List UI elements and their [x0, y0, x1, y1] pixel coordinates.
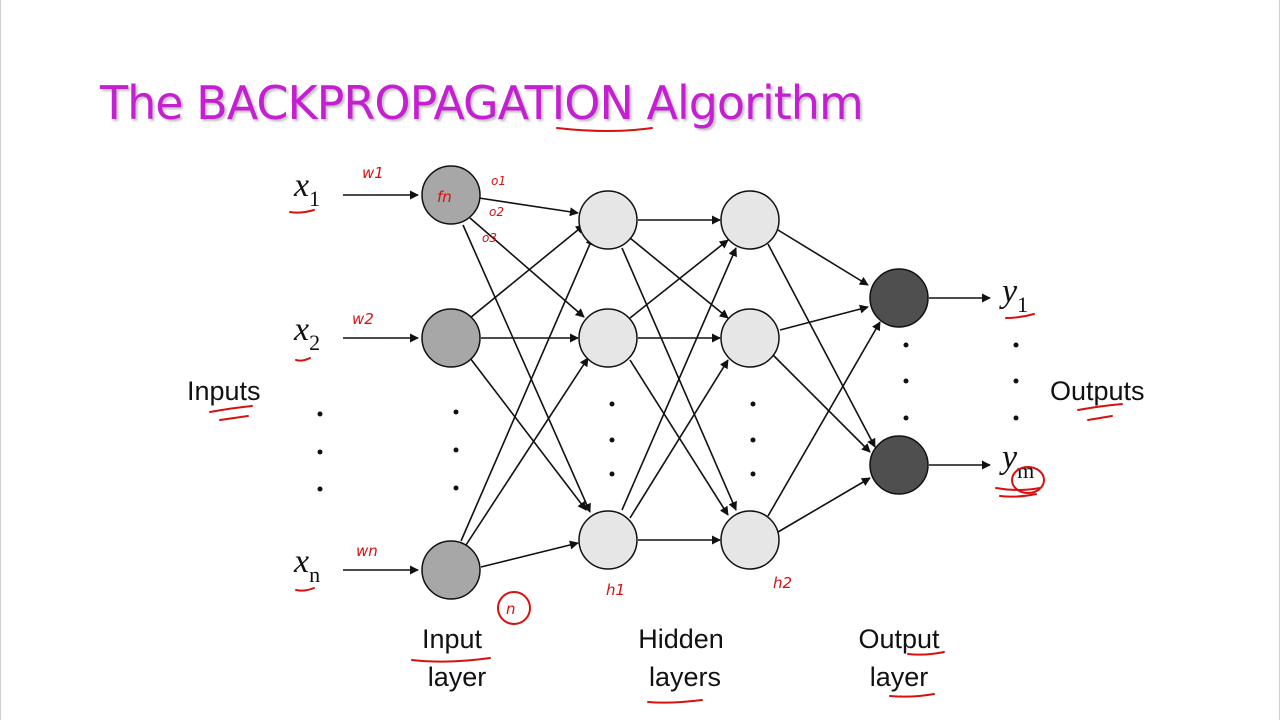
output-variable: y1	[999, 273, 1028, 317]
input-node	[421, 540, 481, 600]
edges-hidden2-output	[767, 229, 881, 533]
slide-title: The BACKPROPAGATION Algorithm	[100, 76, 864, 130]
weight-annotation: w2	[352, 310, 374, 328]
edge-annotation: o3	[482, 231, 497, 245]
weight-annotation: w1	[362, 164, 384, 182]
edges-input-hidden1	[460, 197, 594, 568]
hidden-node	[720, 308, 780, 368]
node-annotation: fn	[437, 188, 452, 206]
hidden-layer-2-nodes	[720, 190, 780, 570]
outputs-label: Outputs	[1050, 376, 1145, 406]
input-arrows	[343, 190, 419, 575]
output-node	[869, 268, 929, 328]
weight-annotation: wn	[356, 542, 378, 560]
hidden-node	[578, 510, 638, 570]
hidden-layers-label: Hidden	[638, 624, 724, 654]
hidden-node	[578, 190, 638, 250]
input-node	[421, 165, 481, 225]
hidden-layers-label: layers	[649, 662, 721, 692]
output-arrows	[929, 293, 991, 470]
input-layer-nodes	[421, 165, 481, 600]
output-layer-label: Output	[858, 624, 940, 654]
edge-annotation: o1	[491, 174, 506, 188]
hidden-node	[720, 190, 780, 250]
input-variable: x1	[293, 167, 320, 211]
edge-annotation: o2	[489, 205, 504, 219]
layer-annotation: h2	[773, 574, 792, 592]
output-layer-label: layer	[870, 662, 929, 692]
output-layer-nodes	[869, 268, 929, 495]
ellipsis-dots	[317, 342, 1019, 492]
inputs-label: Inputs	[187, 376, 261, 406]
input-layer-label: layer	[428, 662, 487, 692]
count-annotation: n	[506, 600, 516, 618]
input-node	[421, 308, 481, 368]
input-variable: x2	[293, 311, 320, 355]
input-variable: xn	[293, 543, 320, 587]
handwritten-annotations: w1 w2 wn fn o1 o2 o3 h1 h2 n	[209, 127, 1123, 704]
output-node	[869, 435, 929, 495]
hidden-node	[720, 510, 780, 570]
output-variable: ym	[999, 439, 1034, 483]
hidden-node	[578, 308, 638, 368]
layer-annotation: h1	[606, 581, 625, 599]
input-layer-label: Input	[422, 624, 483, 654]
hidden-layer-1-nodes	[578, 190, 638, 570]
edges-hidden1-hidden2	[621, 215, 737, 545]
